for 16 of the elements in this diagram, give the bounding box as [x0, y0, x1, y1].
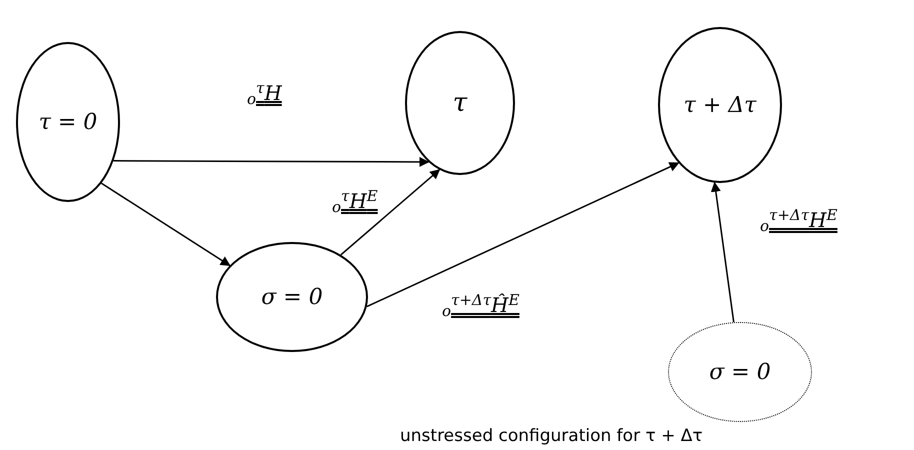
math-text: τ + Δτ [684, 92, 756, 120]
ellipse-node [668, 322, 812, 422]
arrow [710, 182, 734, 322]
arrow [101, 182, 231, 266]
ellipse-node [658, 27, 782, 183]
caption: unstressed configuration for τ + Δτ [400, 425, 703, 448]
math-text: σ = 0 [709, 358, 771, 386]
arrow [113, 156, 430, 167]
arrow [340, 169, 440, 256]
math-text: τ [452, 86, 468, 120]
ellipse-node [16, 42, 120, 202]
ellipse-node [405, 31, 515, 175]
arrow [366, 162, 680, 308]
math-text: σ = 0 [261, 284, 323, 312]
ellipse-node [216, 242, 368, 352]
math-text: τ = 0 [38, 108, 98, 136]
